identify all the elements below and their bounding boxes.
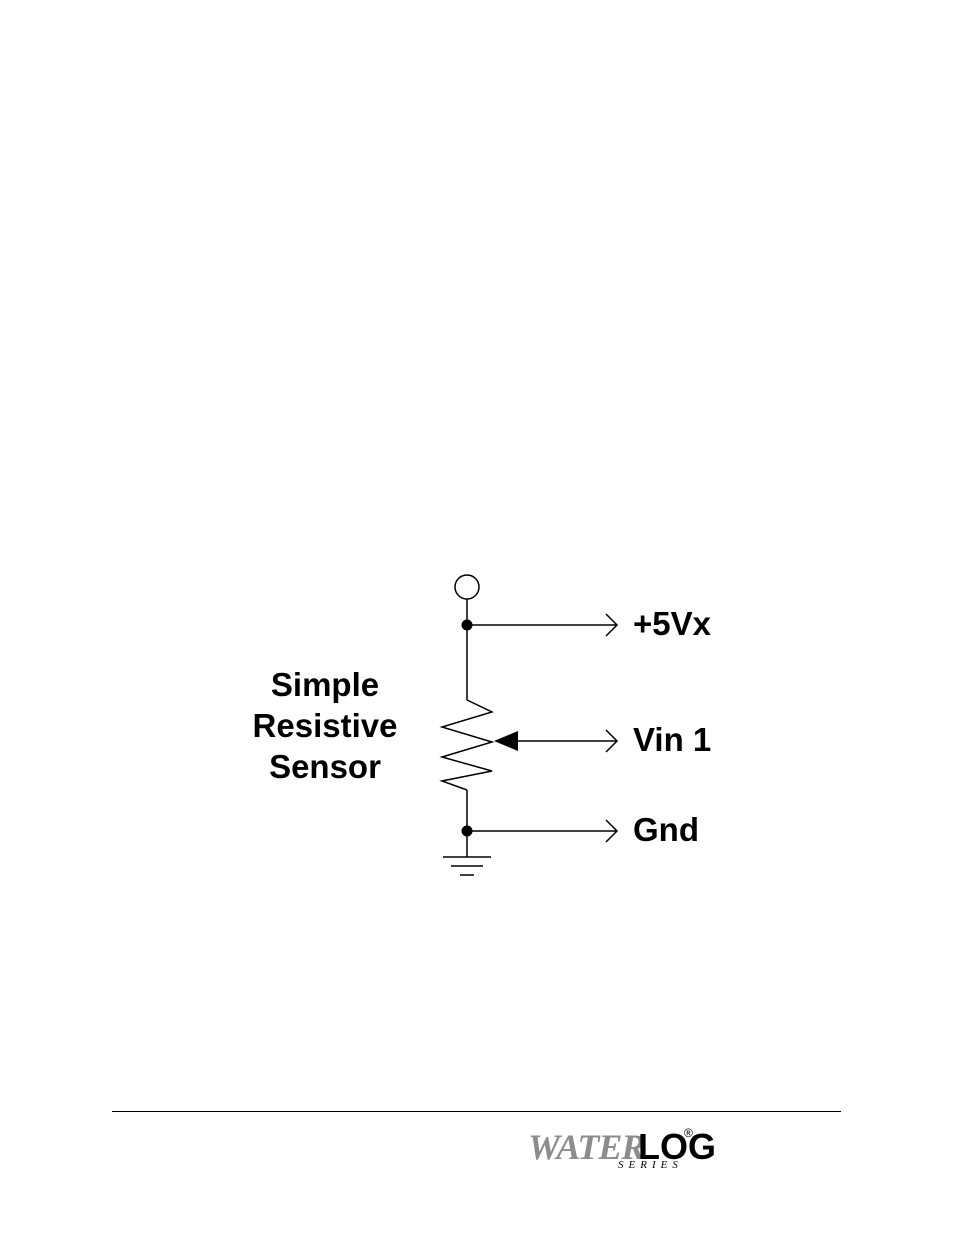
sensor-label-line-1: Simple [225,664,425,705]
junction-dot-top [462,620,473,631]
pin-label-ground: Gnd [633,810,699,850]
resistor-zigzag [442,700,492,790]
sensor-label-line-3: Sensor [225,746,425,787]
junction-dot-bottom [462,826,473,837]
sensor-label-line-2: Resistive [225,705,425,746]
pin-label-excitation: +5Vx [633,604,711,644]
logo-series-text: SERIES [618,1159,683,1171]
registered-mark: ® [684,1126,693,1140]
terminal-circle [455,575,479,599]
pin-label-input: Vin 1 [633,720,711,760]
sensor-label: Simple Resistive Sensor [225,664,425,787]
waterlog-logo: WATER LOG SERIES ® [526,1126,706,1176]
footer-rule [112,1111,841,1112]
wiper-arrowhead [494,731,518,751]
